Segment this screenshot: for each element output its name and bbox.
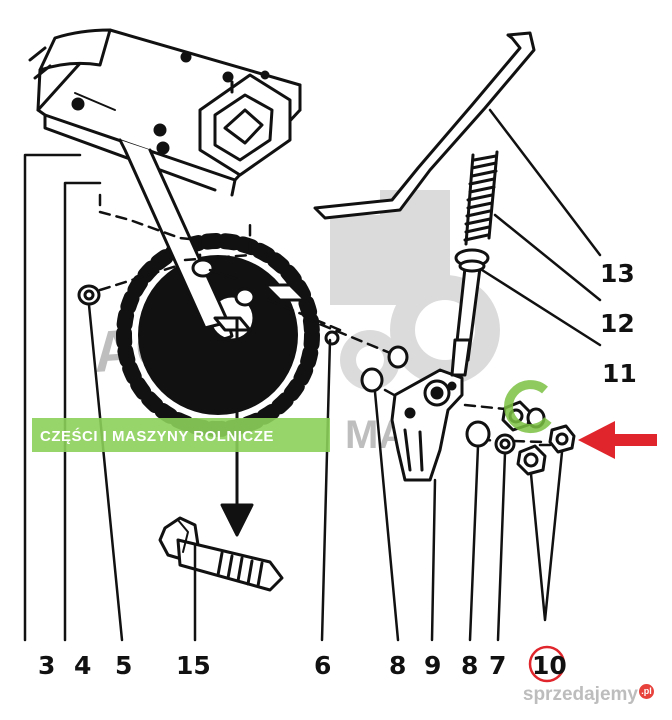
callout-4: 4 [74,651,91,680]
callout-11: 11 [602,359,637,388]
logo-mark [504,380,552,434]
callout-9: 9 [424,651,441,680]
spring [463,150,499,246]
watermark-banner-text: CZĘŚCI I MASZYNY ROLNICZE [40,427,274,445]
callout-8-left: 8 [389,651,406,680]
leader-lines [23,108,602,642]
callout-3: 3 [38,651,55,680]
bracket-plate [390,368,464,482]
callout-8-right: 8 [461,651,478,680]
sprocket-wheel [116,233,320,437]
callout-12: 12 [600,309,635,338]
site-watermark: sprzedajemy.pl [523,684,654,706]
watermark-banner [32,418,330,452]
shaft-washers [324,330,409,393]
callout-15: 15 [176,651,211,680]
red-arrow [578,421,657,459]
bolt [158,516,284,592]
site-watermark-name: sprzedajemy [522,684,638,705]
pedal-bracket [28,28,302,197]
callout-10: 10 [532,651,567,680]
callout-10-circle [528,645,566,683]
callout-6: 6 [314,651,331,680]
callout-7: 7 [489,651,506,680]
callout-13: 13 [600,259,635,288]
vertical-rod [450,248,490,377]
nuts-washers [465,400,576,476]
callout-5: 5 [115,651,132,680]
site-watermark-tld: .pl [639,684,654,699]
long-rod [313,31,536,220]
down-arrow [220,316,254,537]
